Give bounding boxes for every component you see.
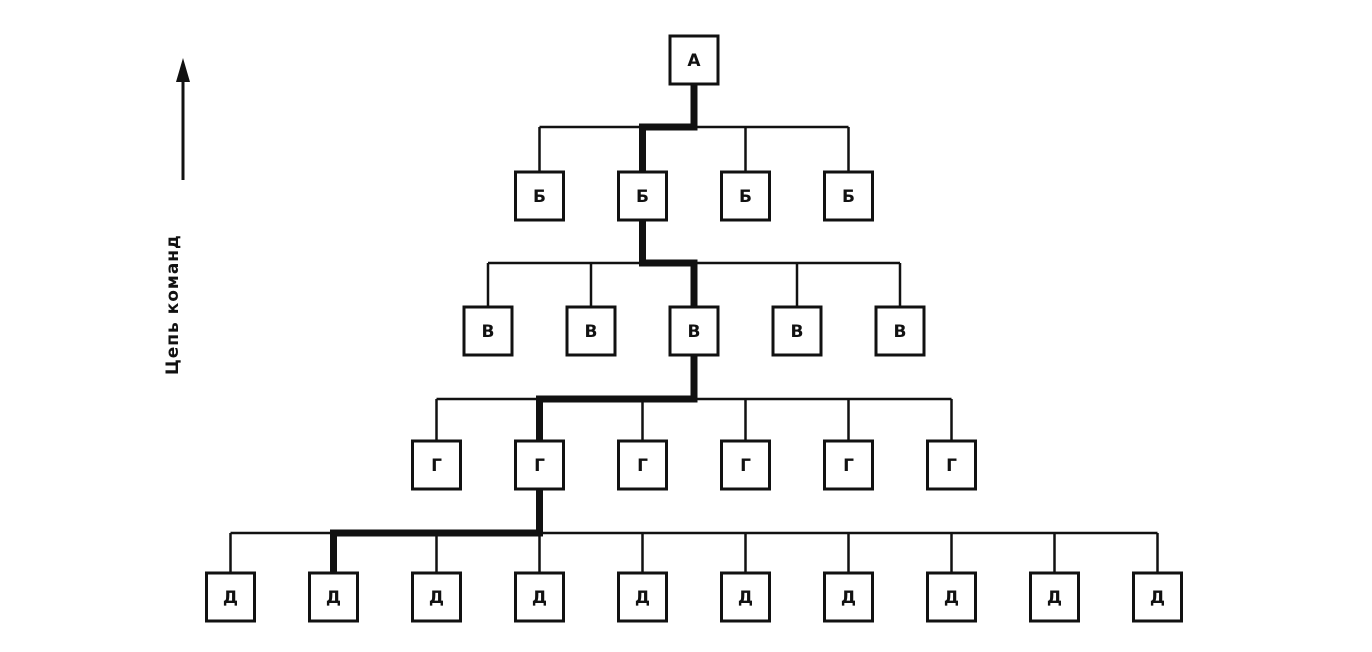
chain-segment bbox=[639, 220, 698, 307]
node-level-3: В bbox=[462, 305, 514, 357]
axis-label: Цепь команд bbox=[163, 234, 183, 375]
node-box bbox=[205, 571, 256, 623]
node-level-3: В bbox=[565, 305, 617, 357]
node-label: Д bbox=[944, 588, 959, 608]
chain-segment bbox=[639, 84, 698, 172]
node-label: Г bbox=[534, 456, 545, 476]
node-box bbox=[565, 305, 617, 357]
node-box bbox=[720, 571, 771, 623]
node-box bbox=[308, 571, 359, 623]
node-box bbox=[926, 571, 977, 623]
node-box bbox=[617, 439, 668, 491]
node-label: Д bbox=[1150, 588, 1165, 608]
node-label: Д bbox=[532, 588, 547, 608]
node-label: Д bbox=[635, 588, 650, 608]
node-level-1: А bbox=[668, 34, 720, 86]
node-level-5: Д bbox=[205, 571, 256, 623]
node-label: Б bbox=[842, 187, 855, 207]
node-level-2: Б bbox=[823, 170, 874, 222]
node-box bbox=[771, 305, 823, 357]
node-level-3: В bbox=[668, 305, 720, 357]
node-label: В bbox=[791, 322, 804, 342]
node-box bbox=[874, 305, 926, 357]
node-label: Б bbox=[739, 187, 752, 207]
node-level-5: Д bbox=[720, 571, 771, 623]
node-box bbox=[411, 439, 462, 491]
node-level-5: Д bbox=[411, 571, 462, 623]
node-label: Д bbox=[841, 588, 856, 608]
node-box bbox=[617, 170, 668, 222]
node-level-3: В bbox=[874, 305, 926, 357]
node-level-4: Г bbox=[514, 439, 565, 491]
node-label: Д bbox=[429, 588, 444, 608]
node-level-5: Д bbox=[514, 571, 565, 623]
chain-segment bbox=[536, 355, 698, 441]
node-level-4: Г bbox=[823, 439, 874, 491]
node-label: Г bbox=[637, 456, 648, 476]
node-label: В bbox=[894, 322, 907, 342]
node-level-2: Б bbox=[720, 170, 771, 222]
node-box bbox=[668, 305, 720, 357]
node-label: Д bbox=[738, 588, 753, 608]
node-box bbox=[823, 170, 874, 222]
node-level-4: Г bbox=[720, 439, 771, 491]
command-chain-path bbox=[330, 84, 698, 573]
node-box bbox=[823, 439, 874, 491]
nodes: А Б Б Б Б В В В В В Г Г Г Г Г Г Д Д Д Д Д Д Д Д Д Д bbox=[205, 34, 1183, 623]
node-box bbox=[514, 439, 565, 491]
node-label: Г bbox=[946, 456, 957, 476]
node-label: Г bbox=[740, 456, 751, 476]
axis-arrow-head-icon bbox=[176, 58, 190, 82]
node-label: Д bbox=[326, 588, 341, 608]
node-label: В bbox=[482, 322, 495, 342]
node-label: Г bbox=[431, 456, 442, 476]
node-label: А bbox=[687, 51, 701, 71]
node-level-5: Д bbox=[823, 571, 874, 623]
node-level-3: В bbox=[771, 305, 823, 357]
node-label: Б bbox=[533, 187, 546, 207]
node-box bbox=[462, 305, 514, 357]
node-box bbox=[514, 571, 565, 623]
node-box bbox=[1029, 571, 1080, 623]
node-label: Б bbox=[636, 187, 649, 207]
node-level-4: Г bbox=[926, 439, 977, 491]
node-level-2: Б bbox=[514, 170, 565, 222]
node-level-5: Д bbox=[926, 571, 977, 623]
node-box bbox=[411, 571, 462, 623]
node-box bbox=[668, 34, 720, 86]
node-box bbox=[926, 439, 977, 491]
node-label: Д bbox=[1047, 588, 1062, 608]
node-box bbox=[720, 439, 771, 491]
node-box bbox=[720, 170, 771, 222]
node-level-5: Д bbox=[1029, 571, 1080, 623]
node-box bbox=[1132, 571, 1183, 623]
node-box bbox=[823, 571, 874, 623]
node-level-4: Г bbox=[411, 439, 462, 491]
node-box bbox=[514, 170, 565, 222]
node-level-5: Д bbox=[1132, 571, 1183, 623]
node-label: В bbox=[688, 322, 701, 342]
node-level-4: Г bbox=[617, 439, 668, 491]
node-label: В bbox=[585, 322, 598, 342]
node-box bbox=[617, 571, 668, 623]
node-level-2: Б bbox=[617, 170, 668, 222]
node-level-5: Д bbox=[308, 571, 359, 623]
node-label: Г bbox=[843, 456, 854, 476]
node-label: Д bbox=[223, 588, 238, 608]
chain-of-command-axis bbox=[176, 58, 190, 180]
chain-segment bbox=[330, 489, 543, 573]
node-level-5: Д bbox=[617, 571, 668, 623]
